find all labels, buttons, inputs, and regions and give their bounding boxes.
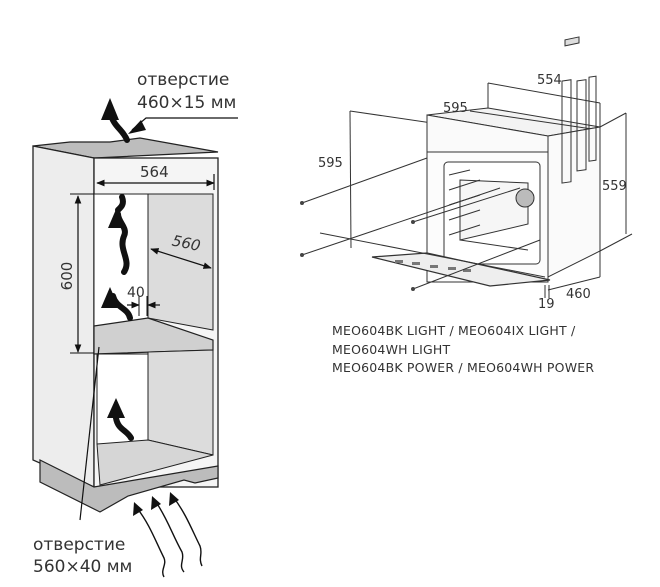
cabinet-plinth [39,459,219,513]
bottom-vent-leader [79,346,100,521]
cabinet-lower-interior-back [147,349,214,456]
model-line: MEO604BK POWER / MEO604WH POWER [332,360,595,375]
top-vent-size: 460×15 мм [137,93,236,113]
top-vent-label: отверстие [137,70,229,90]
oven-dim-ext [349,110,352,249]
oven-mount-pointers [301,157,546,290]
oven-cavity-back [459,179,529,241]
oven-mount-dots [300,201,415,291]
arrowhead-top [101,98,119,120]
dim-depth-label: 560 [170,231,202,255]
arrowhead-upper [108,207,126,228]
bottom-inflow-arrowheads [133,492,179,516]
dim-width-label: 564 [140,163,169,181]
dim-oven-total-width: 554 [537,73,562,88]
dim-oven-front-width: 595 [443,101,468,116]
dim-oven-front-thickness: 19 [538,297,555,312]
dim-oven-body-height: 559 [602,179,627,194]
bottom-inflow-arrows [136,497,203,578]
arrowhead-middle [101,287,119,308]
cabinet-bottom-floor [96,439,214,486]
oven-dim-ext [487,82,601,104]
bottom-vent-size: 560×40 мм [33,557,132,577]
oven-drawing [300,36,633,298]
arrowhead-lower [107,398,125,418]
cabinet-upper-interior-back [147,193,214,331]
oven-door [371,252,551,287]
oven-side-rib [588,75,597,162]
top-vent-pointer-arrowhead [128,120,146,134]
dim-oven-front-height: 595 [318,156,343,171]
cabinet-left-side [32,145,95,488]
cabinet-drawing: отверстие 460×15 мм 564 560 600 40 отвер… [32,70,238,578]
dim-gap-label: 40 [127,285,145,301]
dim-oven-depth: 460 [566,287,591,302]
oven-side-rib [561,79,572,184]
oven-dim-ext [599,233,633,252]
model-line: MEO604BK LIGHT / MEO604IX LIGHT / [332,323,576,338]
oven-dim-ext [599,112,627,128]
model-line: MEO604WH LIGHT [332,341,451,357]
oven-side-handle [564,36,580,47]
oven-dimension-labels: 554 595 595 559 460 19 [318,73,627,312]
oven-side-rib [576,79,587,172]
cabinet-shelf [93,317,214,355]
oven-right-side [547,126,601,278]
model-list: MEO604BK LIGHT / MEO604IX LIGHT / MEO604… [332,322,594,378]
oven-door-slots [395,260,471,272]
oven-fan [515,188,535,208]
dim-height-label: 600 [58,262,76,291]
bottom-vent-label: отверстие [33,535,125,555]
oven-dim-ext [547,276,601,291]
oven-top-vent [469,110,593,130]
dim-line-depth [150,248,212,269]
airflow-arrowheads [101,98,126,418]
top-vent-leader [131,117,238,131]
